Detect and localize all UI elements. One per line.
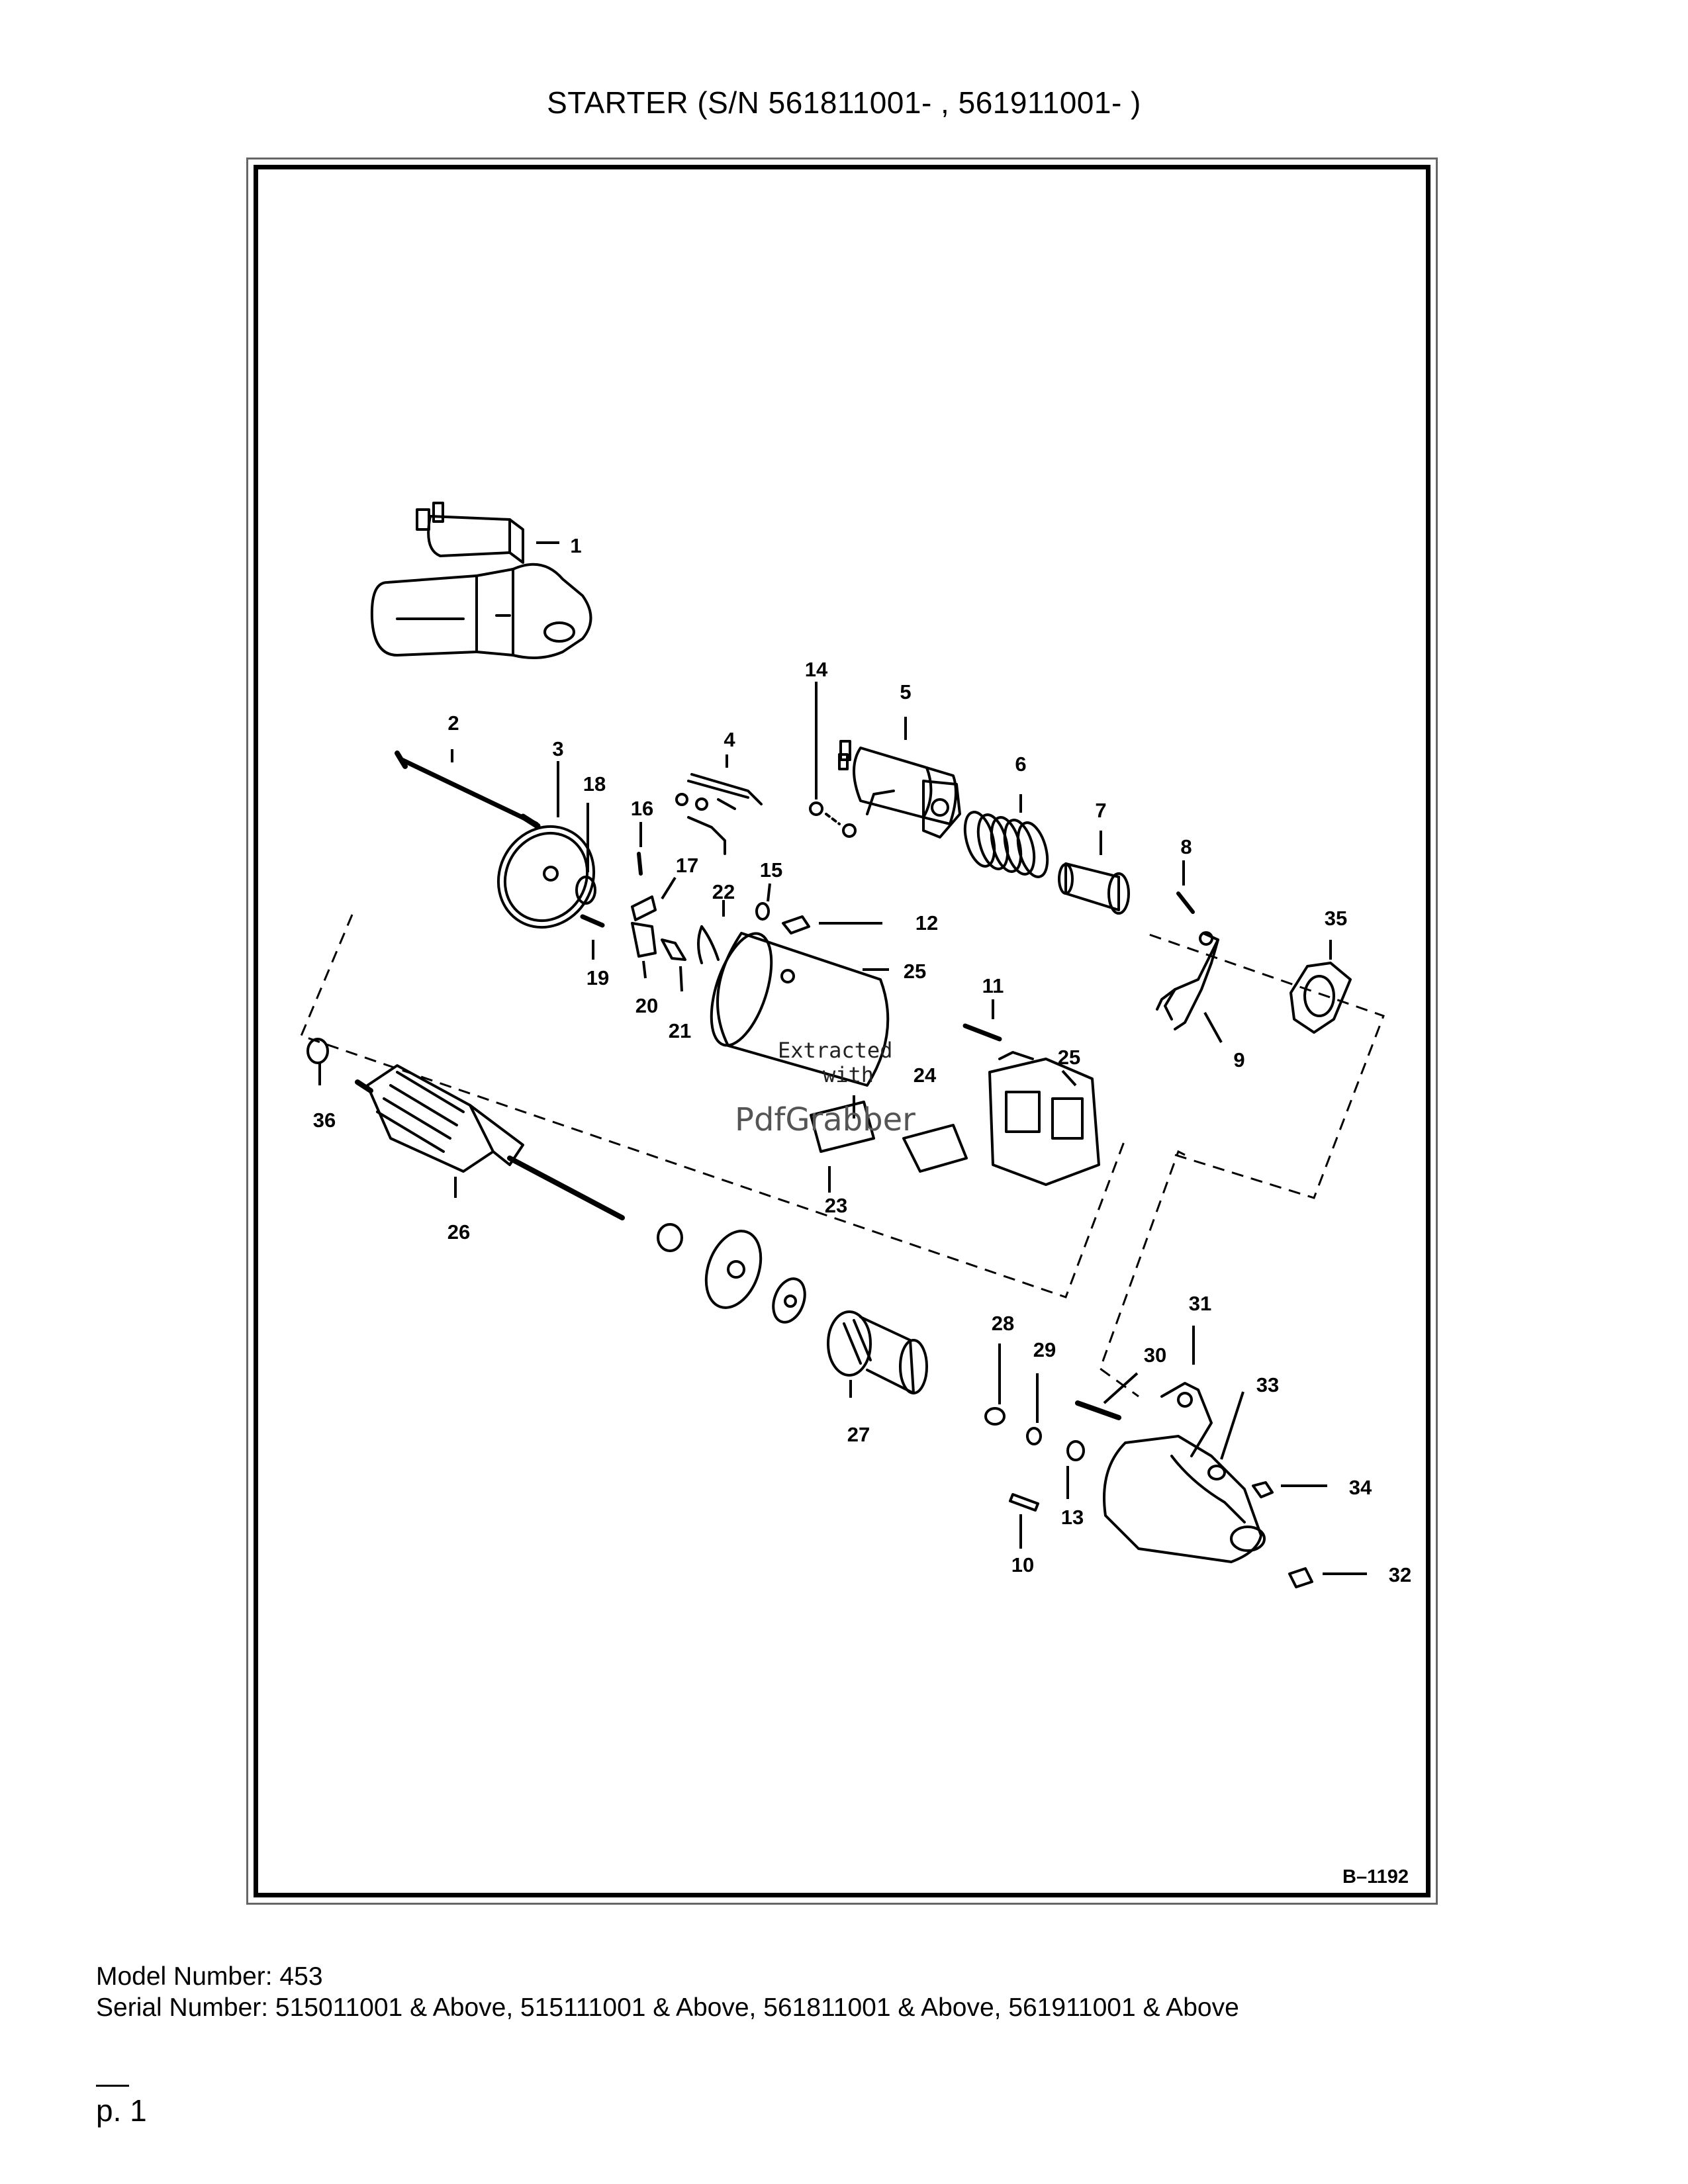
callout-15: 15 — [760, 858, 782, 882]
callout-20: 20 — [635, 994, 658, 1017]
part-1-starter-assembly — [370, 502, 592, 659]
model-number: Model Number: 453 — [96, 1962, 323, 1991]
part-8-pin — [1176, 891, 1195, 914]
part-housing-washer — [704, 1230, 763, 1309]
part-25-field-coil — [988, 1051, 1100, 1186]
part-28-washer — [984, 1407, 1006, 1426]
watermark-line2: with — [823, 1062, 874, 1087]
page-title: STARTER (S/N 561811001- , 561911001- ) — [547, 85, 1141, 120]
part-10-pin — [1009, 1493, 1039, 1512]
callout-31: 31 — [1189, 1292, 1211, 1315]
callout-25-housing: 25 — [904, 960, 926, 983]
part-16-screw — [637, 852, 643, 876]
part-35-plate — [1289, 962, 1352, 1034]
callout-8: 8 — [1180, 835, 1192, 858]
group-outline-lever — [1145, 932, 1385, 1199]
callout-6: 6 — [1015, 752, 1026, 776]
part-7-plunger — [1058, 862, 1130, 915]
part-9-shift-lever — [1156, 931, 1219, 1030]
part-18-bushing — [575, 876, 596, 905]
part-26-armature — [355, 1064, 625, 1220]
part-2-through-bolt — [395, 751, 541, 829]
part-20-brush — [631, 922, 657, 958]
figure-code: B–1192 — [1342, 1866, 1409, 1888]
part-13-washer — [1066, 1440, 1085, 1461]
callout-21: 21 — [669, 1019, 691, 1042]
part-3-end-cap — [496, 825, 596, 929]
callout-29: 29 — [1033, 1338, 1056, 1361]
diagram-frame — [246, 158, 1438, 1905]
part-33-washer — [1207, 1465, 1226, 1480]
part-24-pole-shoe — [902, 1124, 968, 1173]
callout-11: 11 — [982, 974, 1004, 997]
callout-13: 13 — [1061, 1506, 1084, 1529]
callout-36: 36 — [313, 1109, 336, 1132]
group-outline-drive-end — [1099, 1150, 1186, 1398]
part-19-spring — [580, 914, 605, 928]
callout-33: 33 — [1256, 1373, 1279, 1396]
watermark-line1: Extracted — [778, 1038, 892, 1063]
callout-26: 26 — [447, 1220, 470, 1244]
callout-19: 19 — [586, 966, 609, 989]
callout-9: 9 — [1233, 1048, 1244, 1071]
callout-25-coil: 25 — [1058, 1046, 1080, 1069]
callout-32: 32 — [1389, 1563, 1411, 1586]
part-4-brush-holder-hardware — [675, 773, 763, 855]
callout-3: 3 — [552, 737, 563, 760]
part-thrust-washer — [772, 1277, 806, 1324]
part-17-clip — [631, 895, 657, 921]
callout-35: 35 — [1325, 907, 1347, 930]
callout-14: 14 — [805, 658, 828, 681]
serial-number: Serial Number: 515011001 & Above, 515111… — [96, 1993, 1239, 2022]
page-number: p. 1 — [96, 2093, 147, 2128]
part-12-terminal — [782, 915, 810, 934]
watermark-brand: PdfGrabber — [735, 1101, 915, 1138]
callout-30: 30 — [1144, 1343, 1166, 1367]
part-6-spring — [963, 811, 1049, 878]
callout-1: 1 — [570, 534, 581, 557]
callout-2: 2 — [447, 711, 459, 735]
part-31-drive-housing — [1103, 1382, 1266, 1563]
callout-4: 4 — [724, 728, 735, 751]
callout-18: 18 — [583, 772, 606, 796]
callout-27: 27 — [847, 1423, 870, 1446]
part-14-screws — [809, 801, 857, 838]
part-29-retaining-ring — [1026, 1427, 1042, 1445]
callout-24: 24 — [914, 1064, 937, 1087]
part-23-pole-shoe — [810, 1101, 875, 1153]
part-21-brush — [661, 938, 686, 961]
part-11-screw — [962, 1023, 1002, 1042]
part-36-bushing — [306, 1038, 329, 1064]
callout-12: 12 — [915, 911, 938, 934]
callout-34: 34 — [1349, 1476, 1372, 1499]
part-22-spring — [697, 925, 720, 964]
callout-10: 10 — [1011, 1553, 1034, 1576]
callout-17: 17 — [676, 854, 698, 877]
callout-5: 5 — [900, 680, 911, 704]
callout-7: 7 — [1095, 799, 1106, 822]
callout-22: 22 — [712, 880, 735, 903]
part-15-nut — [755, 902, 770, 921]
part-32-bushing — [1288, 1567, 1313, 1588]
part-27-drive-assembly — [827, 1310, 928, 1394]
part-30-bolt — [1075, 1400, 1121, 1420]
part-34-nut — [1252, 1481, 1274, 1498]
page-rule — [96, 2085, 129, 2087]
callout-16: 16 — [631, 797, 653, 820]
part-5-solenoid — [838, 740, 961, 839]
callout-28: 28 — [992, 1312, 1014, 1335]
group-outline-field-frame — [299, 914, 1127, 1298]
part-bushing-collar — [657, 1223, 683, 1252]
part-25-field-housing — [710, 932, 890, 1087]
diagram-frame-inner — [254, 165, 1430, 1897]
callout-23: 23 — [825, 1194, 847, 1217]
